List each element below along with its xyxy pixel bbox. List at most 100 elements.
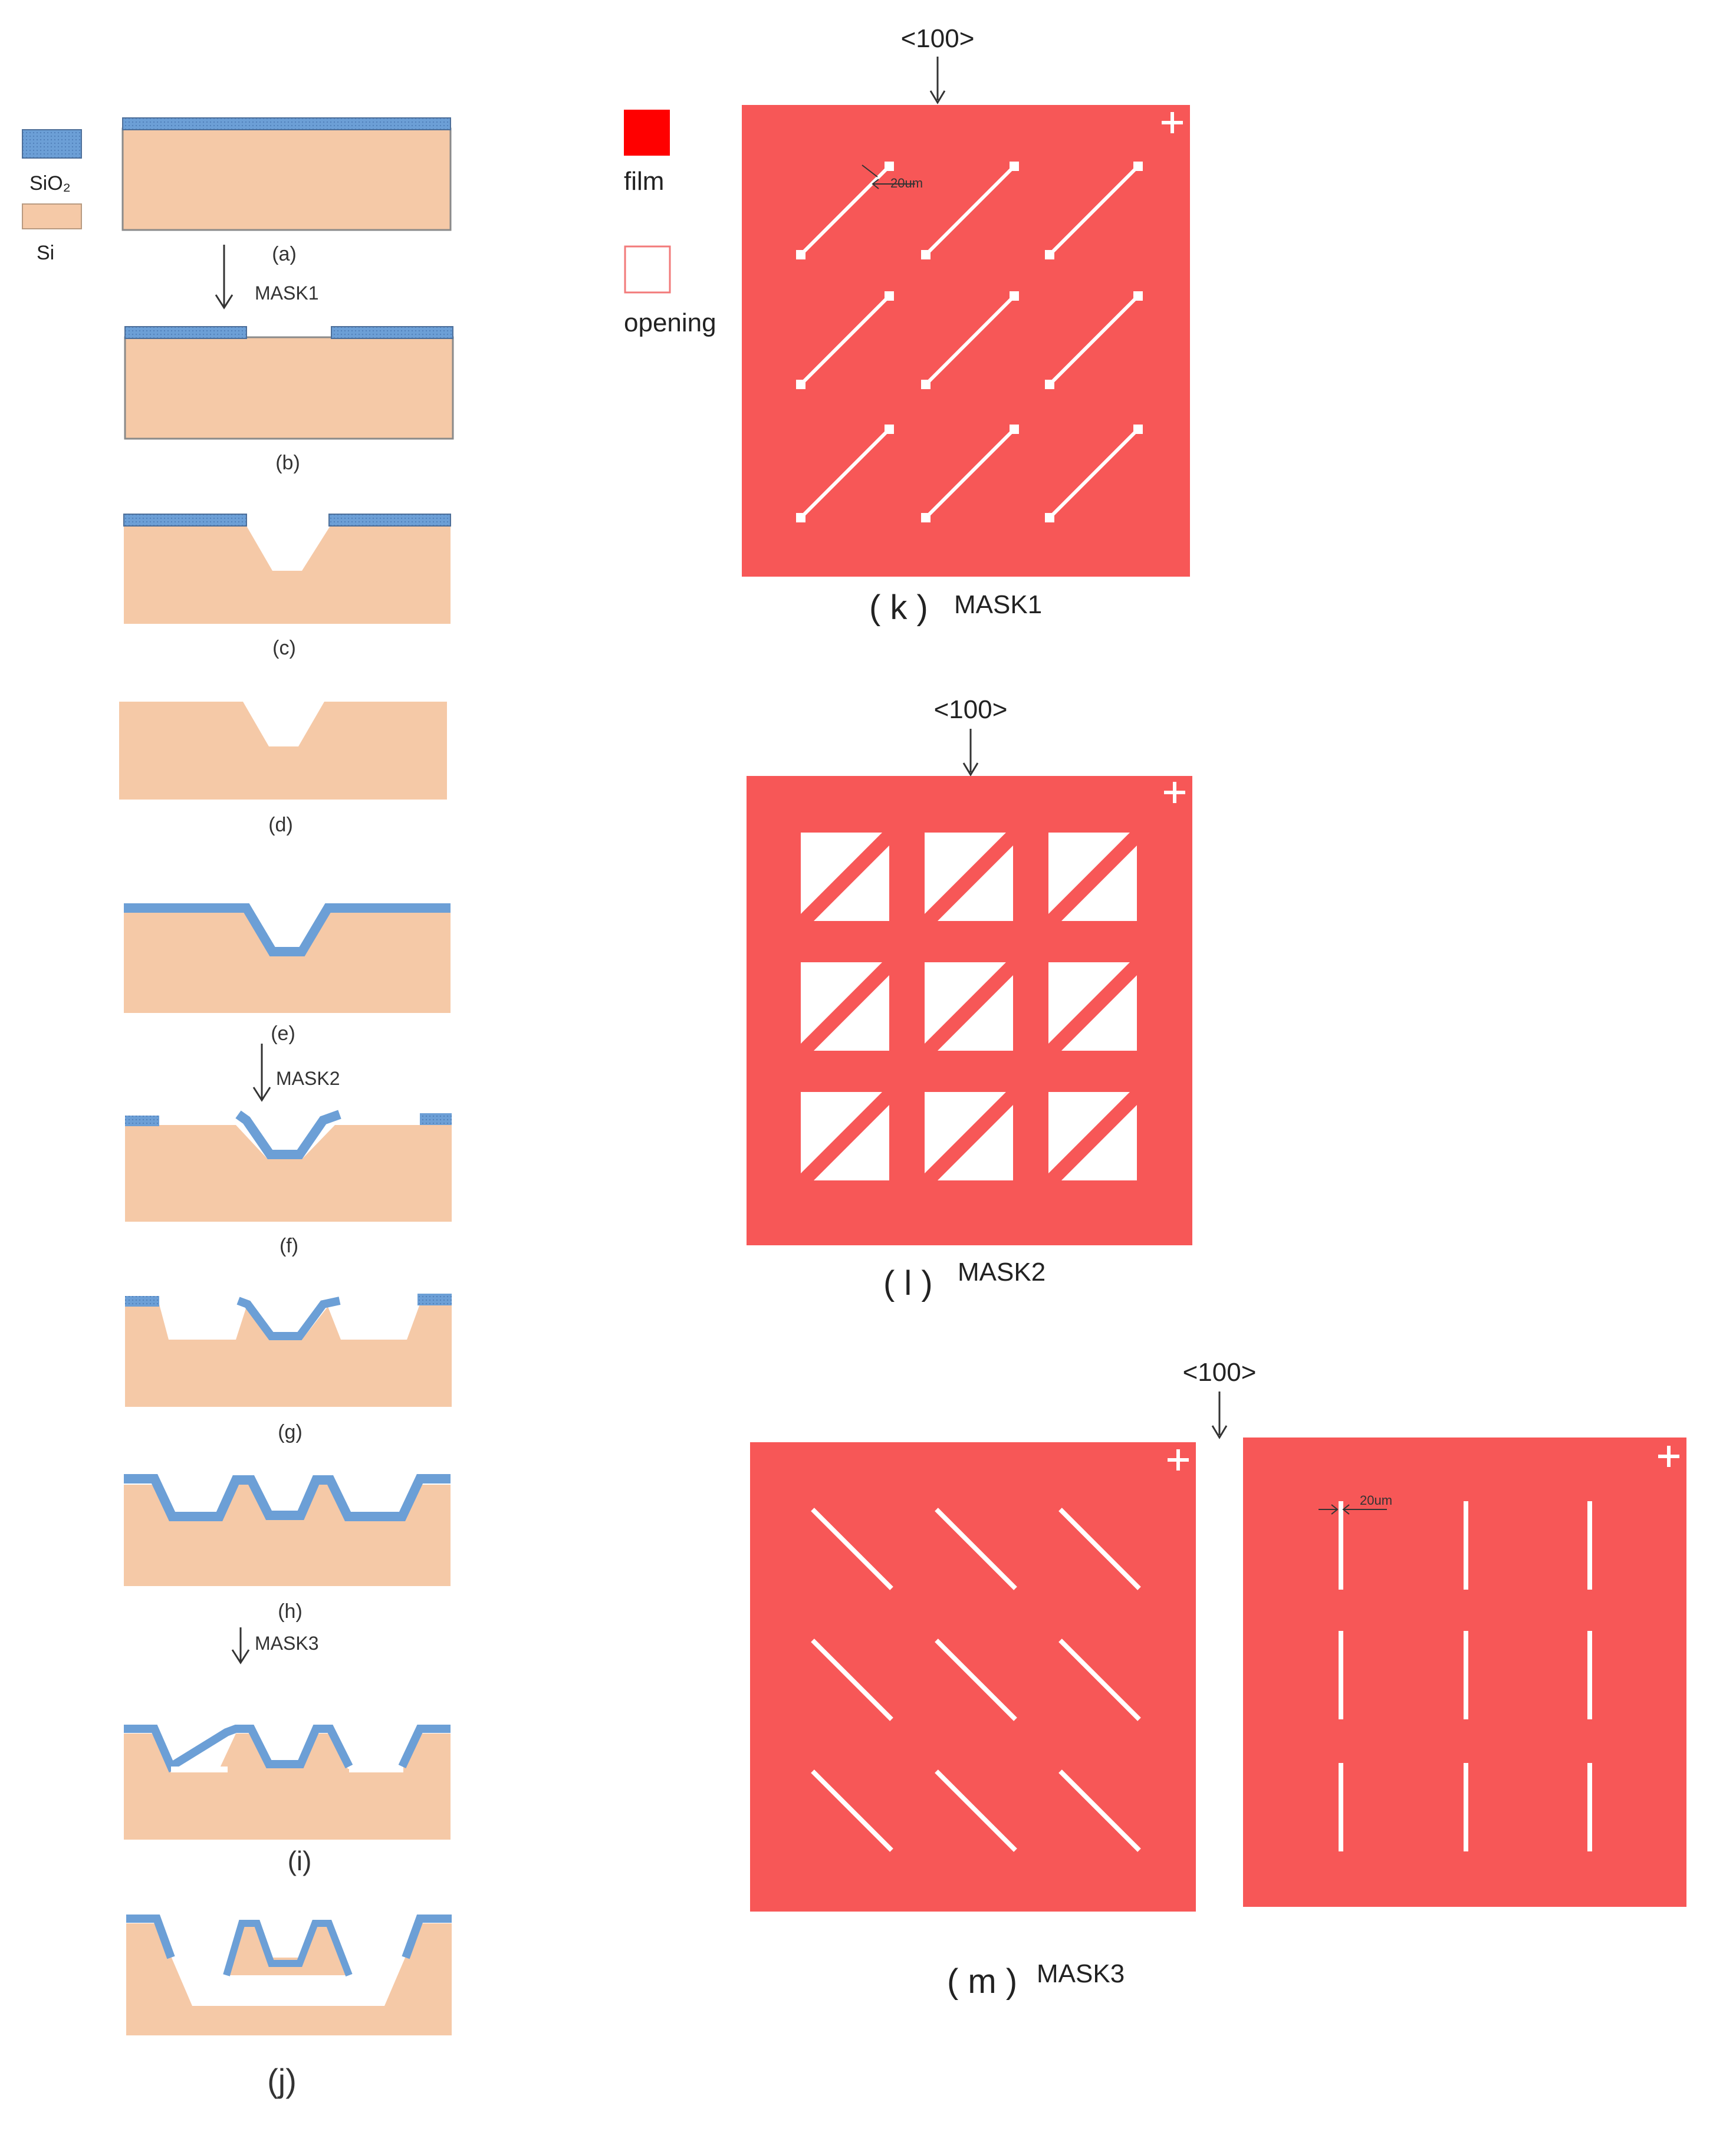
step-i-oxide-right	[398, 1725, 451, 1768]
mask1-dim-label: 20um	[890, 176, 923, 190]
step-g-oxide-center	[236, 1297, 341, 1340]
mask3-vertical-slot	[1339, 1501, 1343, 1590]
mask2-opening-edge	[925, 962, 1006, 1044]
mask3-arrow: MASK3	[231, 1627, 318, 1665]
mask2-opening	[938, 1105, 1013, 1180]
step-g-label: (g)	[278, 1421, 303, 1443]
step-h: (h)	[124, 1474, 451, 1623]
step-a-label: (a)	[272, 243, 297, 265]
mask3-caption-name: MASK3	[1037, 1959, 1125, 1988]
mask3-direction: <100>	[1183, 1358, 1257, 1387]
mask2-direction: <100>	[934, 695, 1008, 724]
mask3-vertical-slot	[1464, 1631, 1468, 1719]
step-c-oxide-right	[328, 514, 451, 527]
mask1-slot-end	[885, 425, 894, 434]
step-b: (b)	[124, 326, 454, 474]
step-b-label: (b)	[275, 452, 300, 474]
step-g: (g)	[125, 1294, 452, 1443]
sio2-swatch	[22, 129, 82, 159]
step-j-oxide-left	[126, 1915, 175, 1959]
mask3-left-slots	[811, 1508, 1141, 1852]
opening-swatch	[624, 245, 671, 294]
step-h-si	[124, 1485, 451, 1586]
mask1-slot-end	[1010, 291, 1019, 301]
mask3-vertical-slot	[1464, 1501, 1468, 1590]
film-swatch	[624, 110, 670, 156]
mask2-arrow: MASK2	[252, 1044, 340, 1102]
mask1-slot-end	[796, 380, 805, 389]
step-c-label: (c)	[272, 637, 296, 659]
mask2-opening	[814, 975, 889, 1051]
si-swatch	[22, 203, 82, 229]
mask2-opening	[814, 1105, 889, 1180]
mask1-slot	[799, 165, 891, 256]
mask2-caption-letter: ( l )	[883, 1264, 933, 1302]
step-e-si	[124, 913, 451, 1013]
mask2-opening	[938, 975, 1013, 1051]
step-c: (c)	[123, 514, 451, 659]
mask3-vertical-slot	[1587, 1763, 1592, 1851]
mask2-opening	[1061, 846, 1137, 921]
mask1-direction: <100>	[901, 24, 975, 53]
mask3-vertical-slot	[1587, 1501, 1592, 1590]
si-label: Si	[37, 242, 54, 264]
mask1-slot	[799, 427, 891, 519]
mask1-slot-end	[1133, 425, 1143, 434]
step-g-si	[125, 1304, 452, 1407]
mask1-slot-end	[1133, 162, 1143, 171]
legend-mask: film opening	[624, 110, 716, 337]
mask1-slot	[1048, 427, 1140, 519]
step-j-oxide-right	[402, 1915, 452, 1959]
mask3-diagonal-slot	[811, 1769, 893, 1852]
mask3-dimension: 20um	[1319, 1493, 1392, 1515]
mask3-diagonal-slot	[1058, 1639, 1141, 1721]
mask1-slot	[924, 165, 1016, 256]
step-i-label: (i)	[288, 1846, 312, 1876]
step-f: (f)	[125, 1110, 452, 1257]
step-j-island	[226, 1927, 349, 1975]
mask2-opening	[1061, 1105, 1137, 1180]
mask2-caption-name: MASK2	[958, 1258, 1045, 1287]
mask3-right-slots	[1339, 1501, 1592, 1851]
mask1-slot-end	[796, 513, 805, 522]
step-j-island-oxide	[223, 1920, 353, 1977]
mask3-diagonal-slot	[811, 1639, 893, 1721]
mask3-vertical-slot	[1464, 1763, 1468, 1851]
step-i-oxide	[124, 1725, 353, 1773]
mask3-vertical-slot	[1339, 1631, 1343, 1719]
mask1-slot-end	[1010, 162, 1019, 171]
step-i-si	[124, 1733, 451, 1840]
step-d-label: (d)	[268, 814, 293, 836]
step-i-opening-left	[171, 1767, 228, 1772]
mask1-slot-end	[885, 162, 894, 171]
mask3-dim-label: 20um	[1360, 1493, 1392, 1508]
step-b-oxide-right	[331, 326, 453, 339]
step-f-si	[125, 1125, 452, 1222]
mask1-slot-end	[1133, 291, 1143, 301]
mask3-diagonal-slot	[811, 1508, 893, 1590]
mask1-slot	[1048, 294, 1140, 386]
step-i: (i)	[124, 1725, 451, 1876]
mask3-vertical-slot	[1339, 1763, 1343, 1851]
mask3-diagonal-slot	[935, 1639, 1017, 1721]
step-d-si	[119, 702, 447, 800]
mask1-arrow-label: MASK1	[255, 282, 318, 304]
sio2-label: SiO₂	[29, 172, 71, 195]
mask2-opening-edge	[925, 1092, 1006, 1173]
step-g-oxide-right	[417, 1294, 452, 1305]
step-j: (j)	[126, 1915, 452, 2099]
mask2-opening-edge	[1048, 1092, 1130, 1173]
mask1-slot-end	[796, 250, 805, 259]
mask2-opening-edge	[1048, 833, 1130, 914]
mask2-opening-edge	[801, 833, 882, 914]
mask2-panel: <100> ( l ) MASK2	[747, 695, 1192, 1302]
step-e: (e)	[124, 903, 451, 1045]
mask1-caption-letter: ( k )	[869, 588, 928, 627]
step-h-oxide	[124, 1474, 451, 1521]
mask1-slot-end	[1045, 513, 1054, 522]
mask3-arrow-label: MASK3	[255, 1633, 318, 1654]
step-c-oxide-left	[123, 514, 247, 527]
mask1-caption-name: MASK1	[954, 590, 1042, 619]
mask3-diagonal-slot	[1058, 1508, 1141, 1590]
mask2-opening-edge	[801, 1092, 882, 1173]
